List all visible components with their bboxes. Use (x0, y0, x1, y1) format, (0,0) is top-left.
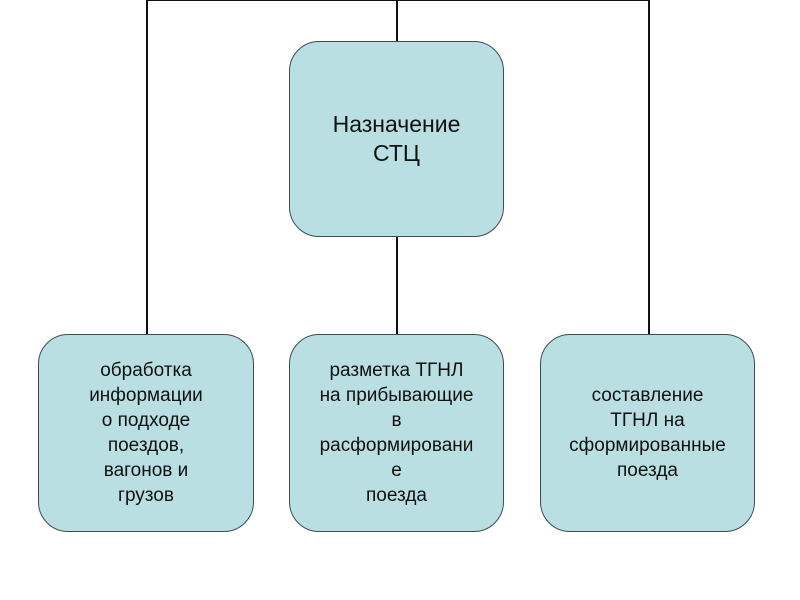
root-node-label: Назначение СТЦ (332, 111, 461, 166)
child-node-marking: разметка ТГНЛ на прибывающие в расформир… (289, 334, 504, 532)
child-node-label: обработка информации о подходе поездов, … (89, 360, 203, 506)
child-node-label: разметка ТГНЛ на прибывающие в расформир… (319, 360, 474, 506)
child-node-label: составление ТГНЛ на сформированные поезд… (569, 385, 726, 481)
child-node-processing: обработка информации о подходе поездов, … (38, 334, 254, 532)
child-node-compiling: составление ТГНЛ на сформированные поезд… (540, 334, 755, 532)
root-node: Назначение СТЦ (289, 41, 504, 237)
